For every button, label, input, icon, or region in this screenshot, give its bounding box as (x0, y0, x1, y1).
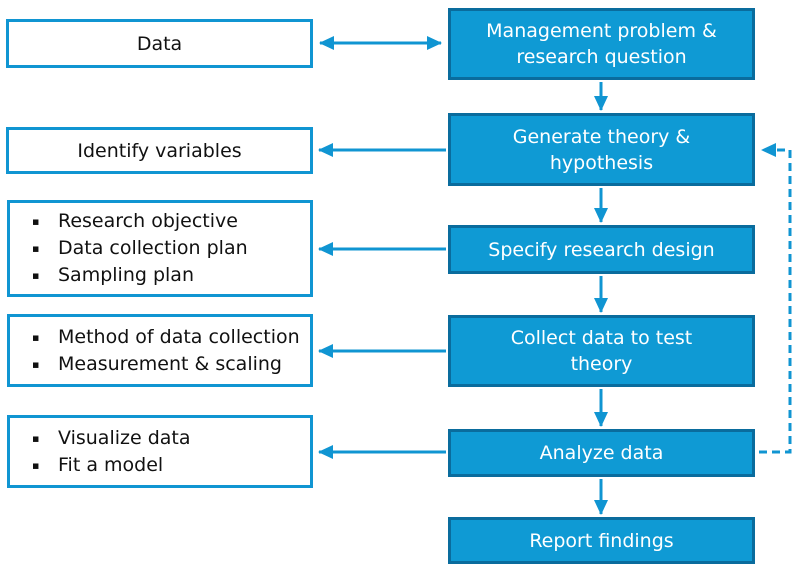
method-list: ▪ Method of data collection ▪ Measuremen… (10, 324, 310, 378)
square-bullet-icon: ▪ (32, 215, 40, 228)
square-bullet-icon: ▪ (32, 431, 40, 445)
flow-box-generate-theory: Generate theory & hypothesis (448, 113, 755, 186)
flow-box-management-problem: Management problem & research question (448, 8, 755, 80)
visualize-list: ▪ Visualize data ▪ Fit a model (10, 425, 310, 479)
flow-box-identify-variables: Identify variables (6, 127, 313, 174)
list-item-text: Measurement & scaling (58, 352, 282, 375)
flow-box-generate-theory-line2: hypothesis (549, 151, 654, 174)
flow-box-analyze-data-label: Analyze data (539, 442, 664, 464)
flow-box-method-of-data-collection: ▪ Method of data collection ▪ Measuremen… (7, 314, 313, 387)
list-item-text: Method of data collection (58, 325, 300, 348)
list-item: ▪ Visualize data (32, 425, 304, 452)
list-item: ▪ Measurement & scaling (32, 351, 304, 378)
flow-box-analyze-data: Analyze data (448, 429, 755, 477)
square-bullet-icon: ▪ (32, 242, 40, 255)
flow-box-research-objective: ▪ Research objective ▪ Data collection p… (7, 200, 313, 297)
square-bullet-icon: ▪ (32, 330, 40, 344)
research-objective-list: ▪ Research objective ▪ Data collection p… (10, 208, 310, 289)
flow-box-visualize-data: ▪ Visualize data ▪ Fit a model (7, 415, 313, 488)
list-item: ▪ Research objective (32, 208, 304, 235)
list-item-text: Visualize data (58, 426, 191, 449)
list-item: ▪ Fit a model (32, 452, 304, 479)
flow-box-specify-research-design: Specify research design (448, 225, 755, 274)
flow-box-generate-theory-line1: Generate theory & (512, 125, 691, 148)
flow-box-specify-research-design-label: Specify research design (488, 238, 715, 261)
flow-box-management-problem-line1: Management problem & (486, 20, 717, 42)
flow-box-management-problem-line2: research question (516, 46, 687, 68)
arrow-feedback-analyze-to-generate-dashed (759, 143, 792, 454)
flow-box-data-label: Data (136, 32, 183, 55)
list-item-text: Research objective (58, 210, 238, 232)
list-item: ▪ Sampling plan (32, 262, 304, 289)
flow-box-collect-data-line2: theory (570, 353, 633, 375)
list-item-text: Fit a model (58, 453, 164, 476)
flow-box-report-findings: Report findings (448, 517, 755, 564)
list-item: ▪ Data collection plan (32, 235, 304, 262)
square-bullet-icon: ▪ (32, 269, 40, 282)
flow-box-report-findings-label: Report findings (529, 529, 674, 552)
square-bullet-icon: ▪ (32, 357, 40, 371)
flow-box-collect-data-line1: Collect data to test (510, 327, 693, 349)
flow-box-data: Data (6, 19, 313, 68)
list-item-text: Sampling plan (58, 264, 194, 286)
flow-box-collect-data: Collect data to test theory (448, 315, 755, 387)
list-item: ▪ Method of data collection (32, 324, 304, 351)
list-item-text: Data collection plan (58, 237, 248, 259)
flow-box-identify-variables-label: Identify variables (77, 139, 242, 162)
square-bullet-icon: ▪ (32, 458, 40, 472)
